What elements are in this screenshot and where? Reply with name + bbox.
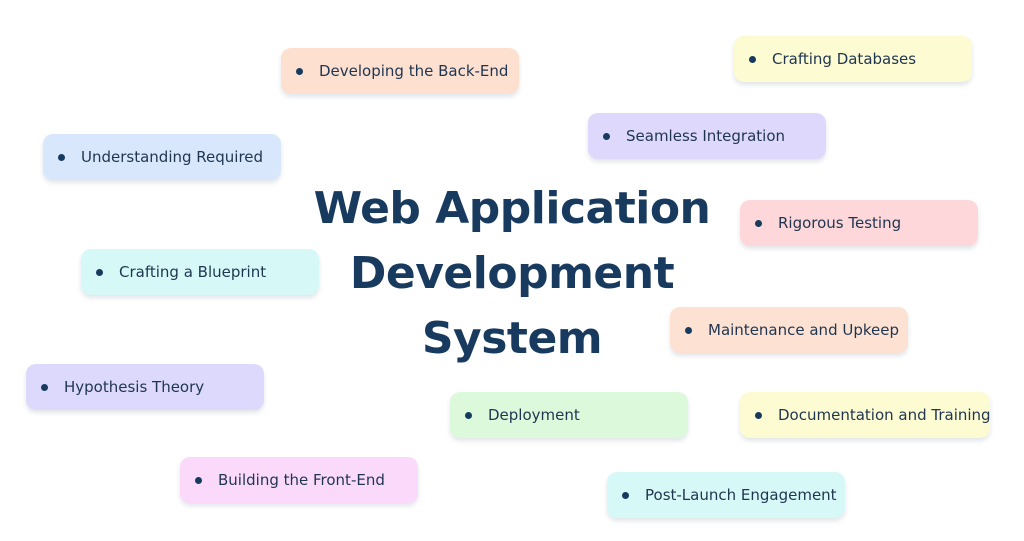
title-line-2: Development	[349, 248, 675, 299]
item-label: Seamless Integration	[626, 127, 786, 145]
item-understanding-required: Understanding Required	[43, 134, 281, 180]
item-developing-back-end: Developing the Back-End	[281, 48, 519, 94]
item-label: Post-Launch Engagement	[645, 486, 837, 504]
title-line-3: System	[421, 313, 603, 364]
bullet-dot	[685, 326, 692, 334]
item-building-front-end: Building the Front-End	[180, 457, 418, 503]
bullet-dot	[195, 476, 202, 484]
item-label: Building the Front-End	[218, 471, 385, 489]
item-maintenance-upkeep: Maintenance and Upkeep	[670, 307, 908, 353]
item-label: Documentation and Training	[778, 406, 991, 424]
item-label: Maintenance and Upkeep	[708, 321, 899, 339]
bullet-dot	[96, 268, 103, 276]
item-label: Crafting Databases	[772, 50, 917, 68]
item-label: Hypothesis Theory	[64, 378, 205, 396]
item-label: Understanding Required	[81, 148, 264, 166]
title-line-1: Web Application	[313, 183, 711, 234]
item-label: Developing the Back-End	[319, 62, 509, 80]
item-rigorous-testing: Rigorous Testing	[740, 200, 978, 246]
item-hypothesis-theory: Hypothesis Theory	[26, 364, 264, 410]
item-post-launch-engagement: Post-Launch Engagement	[607, 472, 845, 518]
bullet-dot	[755, 219, 762, 227]
diagram-title: Web Application Development System	[262, 176, 762, 371]
bullet-dot	[603, 132, 610, 140]
bullet-dot	[465, 411, 472, 419]
bullet-dot	[58, 153, 65, 161]
bullet-dot	[755, 411, 762, 419]
item-label: Crafting a Blueprint	[119, 263, 267, 281]
item-seamless-integration: Seamless Integration	[588, 113, 826, 159]
item-label: Deployment	[488, 406, 580, 424]
item-crafting-databases: Crafting Databases	[734, 36, 972, 82]
item-label: Rigorous Testing	[778, 214, 902, 232]
item-deployment: Deployment	[450, 392, 688, 438]
bullet-dot	[296, 67, 303, 75]
bullet-dot	[41, 383, 48, 391]
item-crafting-blueprint: Crafting a Blueprint	[81, 249, 319, 295]
item-documentation-training: Documentation and Training	[740, 392, 991, 438]
bullet-dot	[749, 55, 756, 63]
bullet-dot	[622, 491, 629, 499]
